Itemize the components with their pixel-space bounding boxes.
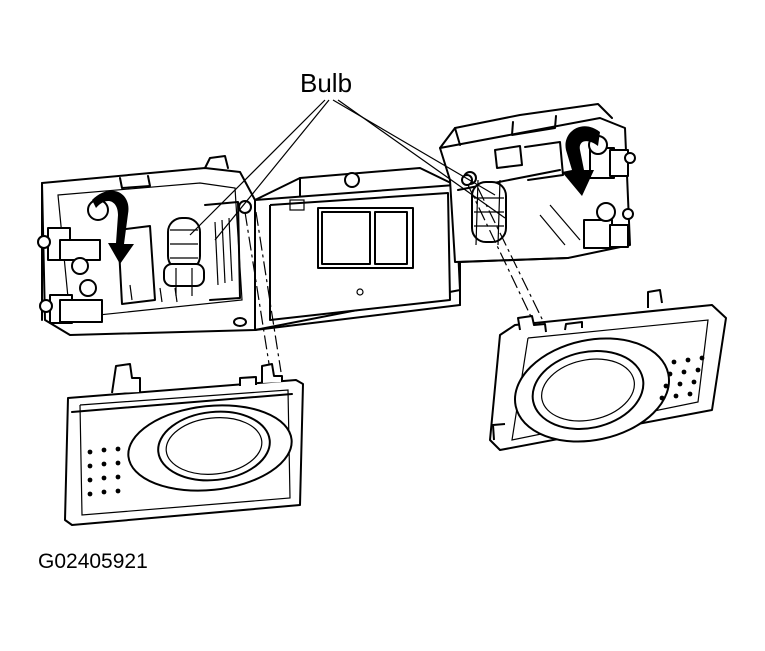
right-lens-bezel <box>489 289 727 451</box>
left-lens-bezel <box>64 363 304 526</box>
figure-code: G02405921 <box>38 550 148 573</box>
control-housing <box>37 103 636 336</box>
bulb-callout-leaders <box>189 99 506 241</box>
alignment-lines <box>244 184 546 373</box>
left-rotate-arrow-icon <box>92 190 134 264</box>
bulb-callout-label: Bulb <box>300 68 353 98</box>
left-bulb <box>163 217 205 296</box>
right-rotate-arrow-icon <box>562 126 600 196</box>
